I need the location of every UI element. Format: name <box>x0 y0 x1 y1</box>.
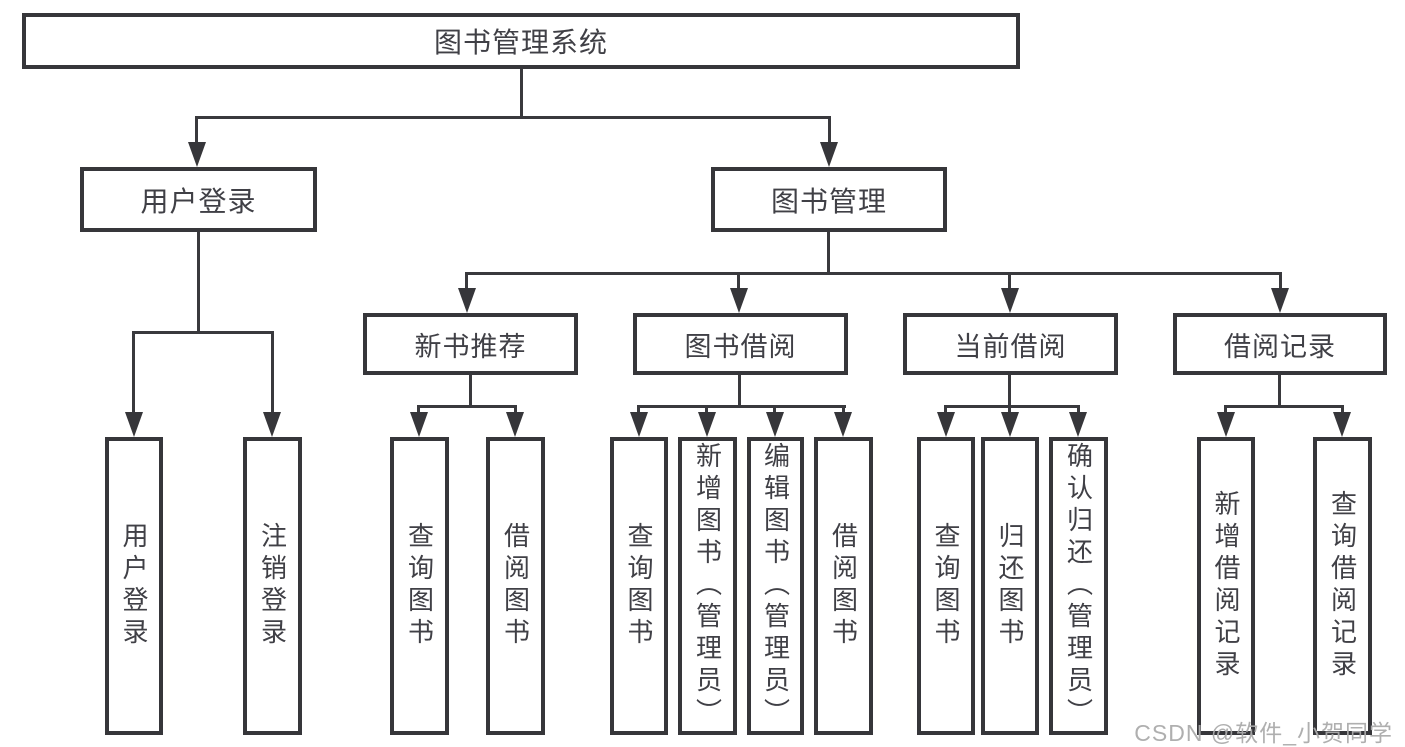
node-book-borrow-label: 图书借阅 <box>684 331 797 362</box>
leaf-query-borrow-record: 查询借阅记录 <box>1313 437 1372 735</box>
node-user-login: 用户登录 <box>80 167 317 232</box>
connector-root-stem <box>520 69 523 119</box>
connector-bookborrow-drop-3 <box>773 405 776 417</box>
connector-l1-drop-left <box>195 116 198 146</box>
connector-user-stem <box>197 232 200 334</box>
leaf-newbook-query-label: 查询图书 <box>404 522 435 650</box>
connector-user-drop-left <box>132 331 135 416</box>
connector-bookborrow-stem <box>738 375 741 408</box>
connector-current-drop-3 <box>1077 405 1080 417</box>
connector-user-drop-right <box>271 331 274 416</box>
connector-mgmt-stem <box>827 232 830 275</box>
arrow-to-leaf-add-record <box>1217 412 1235 437</box>
connector-mgmt-drop-2 <box>737 272 740 292</box>
connector-bookborrow-drop-1 <box>637 405 640 417</box>
connector-mgmt-drop-3 <box>1008 272 1011 292</box>
connector-newbook-horizontal <box>417 405 517 408</box>
leaf-add-borrow-record-label: 新增借阅记录 <box>1211 490 1241 682</box>
leaf-return-book-label: 归还图书 <box>995 522 1025 650</box>
arrow-to-leaf-borrow-query <box>630 412 648 437</box>
leaf-add-borrow-record: 新增借阅记录 <box>1197 437 1255 735</box>
connector-l1-drop-right <box>828 116 831 146</box>
node-current-borrow: 当前借阅 <box>903 313 1118 375</box>
node-borrow-records: 借阅记录 <box>1173 313 1387 375</box>
leaf-borrow-book: 借阅图书 <box>814 437 873 735</box>
leaf-borrow-add-book-label: 新增图书（管理员） <box>692 442 723 730</box>
node-new-book-recommend: 新书推荐 <box>363 313 578 375</box>
node-book-management: 图书管理 <box>711 167 947 232</box>
node-root-label: 图书管理系统 <box>433 27 608 58</box>
arrow-to-borrow-records <box>1271 288 1289 313</box>
connector-current-stem <box>1008 375 1011 408</box>
connector-mgmt-horizontal <box>465 272 1282 275</box>
node-user-login-label: 用户登录 <box>140 185 257 217</box>
node-root: 图书管理系统 <box>22 13 1020 69</box>
arrow-to-current-borrow <box>1001 288 1019 313</box>
connector-current-horizontal <box>944 405 1080 408</box>
arrow-to-leaf-newbook-borrow <box>506 412 524 437</box>
connector-newbook-drop-1 <box>417 405 420 417</box>
node-book-management-label: 图书管理 <box>770 185 887 217</box>
leaf-borrow-edit-book: 编辑图书（管理员） <box>747 437 804 735</box>
arrow-to-leaf-logout <box>263 412 281 437</box>
arrow-to-book-management <box>820 142 838 167</box>
node-current-borrow-label: 当前借阅 <box>954 331 1067 362</box>
leaf-newbook-borrow-label: 借阅图书 <box>500 522 531 650</box>
connector-mgmt-drop-4 <box>1279 272 1282 292</box>
leaf-current-query: 查询图书 <box>917 437 975 735</box>
leaf-newbook-query: 查询图书 <box>390 437 449 735</box>
leaf-confirm-return-label: 确认归还（管理员） <box>1063 442 1094 730</box>
leaf-borrow-query-label: 查询图书 <box>624 522 654 650</box>
connector-bookborrow-drop-4 <box>842 405 845 417</box>
node-borrow-records-label: 借阅记录 <box>1224 331 1336 362</box>
leaf-newbook-borrow: 借阅图书 <box>486 437 545 735</box>
leaf-borrow-query: 查询图书 <box>610 437 668 735</box>
leaf-query-borrow-record-label: 查询借阅记录 <box>1327 490 1358 682</box>
leaf-borrow-edit-book-label: 编辑图书（管理员） <box>760 442 791 730</box>
arrow-to-leaf-query-record <box>1333 412 1351 437</box>
leaf-borrow-book-label: 借阅图书 <box>828 522 859 650</box>
node-new-book-recommend-label: 新书推荐 <box>414 331 527 362</box>
arrow-to-leaf-user-login <box>125 412 143 437</box>
connector-current-drop-1 <box>944 405 947 417</box>
leaf-user-login-label: 用户登录 <box>119 522 149 650</box>
arrow-to-leaf-newbook-query <box>410 412 428 437</box>
connector-bookborrow-horizontal <box>637 405 846 408</box>
leaf-logout: 注销登录 <box>243 437 302 735</box>
arrow-to-leaf-borrow-add <box>698 412 716 437</box>
arrow-to-book-borrow <box>730 288 748 313</box>
arrow-to-leaf-borrow-edit <box>766 412 784 437</box>
connector-records-drop-1 <box>1224 405 1227 417</box>
connector-newbook-stem <box>469 375 472 408</box>
arrow-to-leaf-return-book <box>1001 412 1019 437</box>
leaf-logout-label: 注销登录 <box>257 522 288 650</box>
arrow-to-user-login <box>188 142 206 167</box>
leaf-return-book: 归还图书 <box>981 437 1039 735</box>
connector-records-stem <box>1278 375 1281 408</box>
leaf-user-login: 用户登录 <box>105 437 163 735</box>
connector-user-horizontal <box>132 331 274 334</box>
arrow-to-new-book-recommend <box>458 288 476 313</box>
connector-mgmt-drop-1 <box>465 272 468 292</box>
connector-records-drop-2 <box>1341 405 1344 417</box>
connector-records-horizontal <box>1224 405 1344 408</box>
connector-bookborrow-drop-2 <box>705 405 708 417</box>
connector-l1-horizontal <box>195 116 831 119</box>
leaf-confirm-return: 确认归还（管理员） <box>1049 437 1108 735</box>
leaf-borrow-add-book: 新增图书（管理员） <box>678 437 737 735</box>
arrow-to-leaf-current-query <box>937 412 955 437</box>
node-book-borrow: 图书借阅 <box>633 313 848 375</box>
leaf-current-query-label: 查询图书 <box>931 522 961 650</box>
arrow-to-leaf-borrow-book <box>834 412 852 437</box>
csdn-watermark: CSDN @软件_小贺同学 <box>1134 720 1393 746</box>
connector-current-drop-2 <box>1008 405 1011 417</box>
arrow-to-leaf-confirm-return <box>1069 412 1087 437</box>
connector-newbook-drop-2 <box>514 405 517 417</box>
